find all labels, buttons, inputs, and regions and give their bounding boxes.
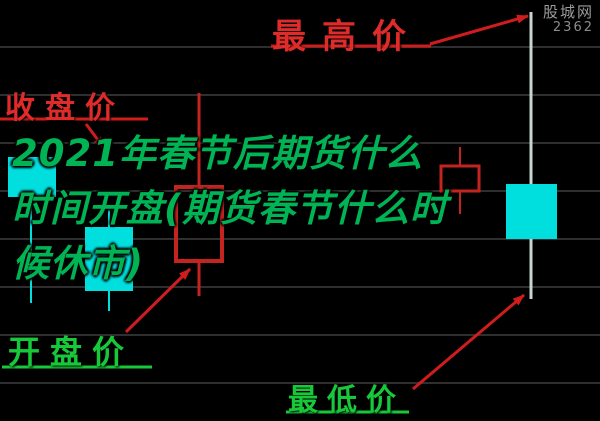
label-close-price: 收盘价 [5, 91, 125, 126]
candle-2-cyan [85, 227, 133, 291]
label-lowest-price: 最低价 [288, 383, 405, 418]
candle-1-left-cyan [8, 157, 56, 197]
arrow-to-highest [429, 14, 529, 46]
watermark: 股城网 2362 [542, 3, 594, 36]
title-line-1: 2021年春节后期货什么 [12, 132, 423, 175]
arrow-to-open [124, 267, 192, 334]
candle-3-red-hollow [174, 185, 224, 263]
watermark-code: 2362 [552, 20, 594, 36]
label-highest-price: 最高价 [272, 17, 422, 57]
title-line-2: 时间开盘(期货春节什么时 [12, 187, 448, 230]
arrow-to-close [84, 123, 106, 149]
arrow-to-lowest [412, 293, 525, 391]
watermark-site: 股城网 [542, 3, 594, 21]
candle-5-right-cyan [506, 184, 557, 239]
title-line-3: 候休市) [12, 242, 144, 285]
label-open-price: 开盘价 [8, 333, 135, 371]
candle-4-red-small [439, 164, 481, 193]
title-overlay: 2021年春节后期货什么 时间开盘(期货春节什么时 候休市) [12, 126, 448, 291]
